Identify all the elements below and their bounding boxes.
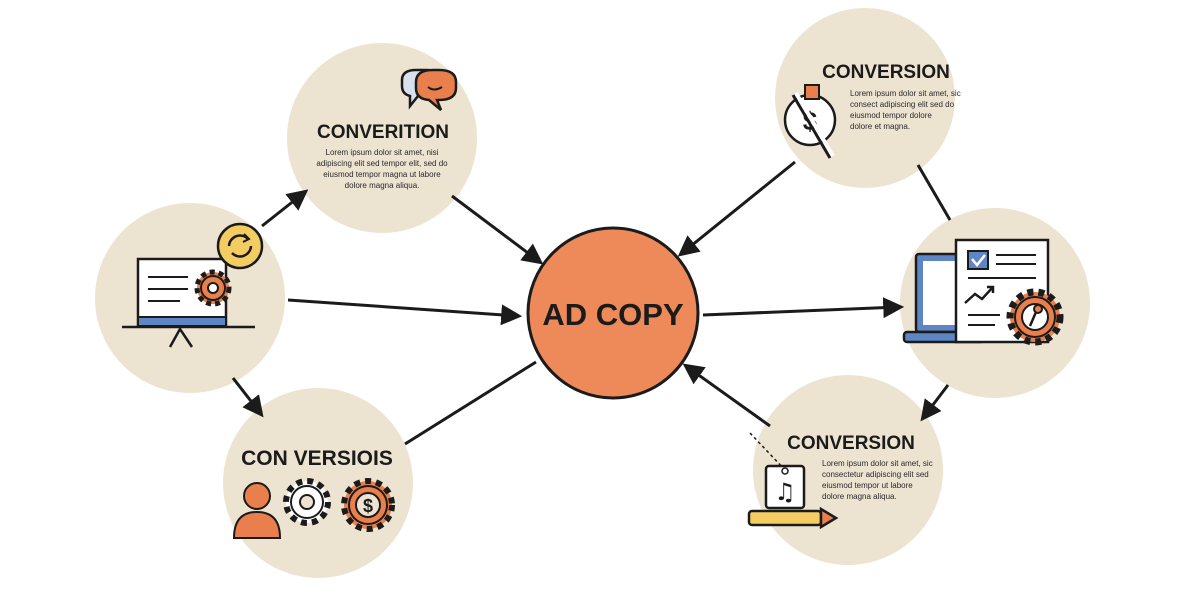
node-body-line: eiusmod tempor ut labore [822, 481, 913, 490]
chat-bubbles-icon [400, 68, 458, 111]
connector-topleft-to-center [451, 194, 544, 265]
connector-bottomright-to-center [682, 363, 771, 428]
gear-icon [283, 478, 331, 526]
node-circle-bottom-left [223, 388, 413, 578]
node-body-line: Lorem ipsum dolor sit amet, sic [850, 89, 961, 98]
pencil-arrow-icon [747, 506, 839, 530]
node-title-top-left: CONVERITION [317, 122, 449, 143]
connector-center-to-right [702, 297, 905, 319]
connector-left-to-topleft [261, 189, 309, 228]
node-title-bottom-right: CONVERSION [787, 433, 915, 454]
node-body-line: consect adipiscing elit sed do [850, 100, 955, 109]
node-body-line: Lorem ipsum dolor sit amet, nisi [326, 148, 439, 157]
connector-topright-to-right [916, 164, 952, 221]
connector-topright-to-center [677, 160, 796, 257]
center-node [526, 226, 700, 400]
connector-bottomleft-to-center [404, 360, 537, 446]
node-body-line: eiusmod tempor magna ut labore [323, 170, 441, 179]
node-body-line: dolore et magna. [850, 122, 910, 131]
node-body-line: adipiscing elit sed tempor elit, sed do [316, 159, 448, 168]
gear-icon [1006, 288, 1064, 346]
svg-text:$: $ [363, 496, 373, 516]
gear-icon [194, 269, 232, 307]
connector-left-to-center [287, 298, 523, 326]
refresh-coin-icon [216, 222, 264, 270]
dollar-crossed-icon: $ [783, 84, 837, 159]
person-icon [232, 482, 282, 539]
node-title-bottom-left: CON VERSIOIS [241, 447, 393, 470]
node-body-line: dolore magna aliqua. [345, 181, 420, 190]
node-body-line: Lorem ipsum dolor sit amet, sic [822, 459, 933, 468]
svg-text:♫: ♫ [774, 478, 796, 506]
node-body-line: dolore magna aliqua. [822, 492, 897, 501]
connector-right-to-bottomright [920, 384, 950, 422]
node-title-top-right: CONVERSION [822, 62, 950, 83]
connector-left-to-bottomleft [231, 377, 264, 418]
center-label: AD COPY [542, 297, 684, 332]
node-body-line: eiusmod tempor dolore [850, 111, 932, 120]
music-tag-icon: ♫ [764, 464, 806, 510]
dashed-tick-bottomright [749, 432, 786, 471]
node-body-line: consectetur adipiscing elit sed [822, 470, 929, 479]
dollar-gear-icon: $ [341, 478, 395, 532]
